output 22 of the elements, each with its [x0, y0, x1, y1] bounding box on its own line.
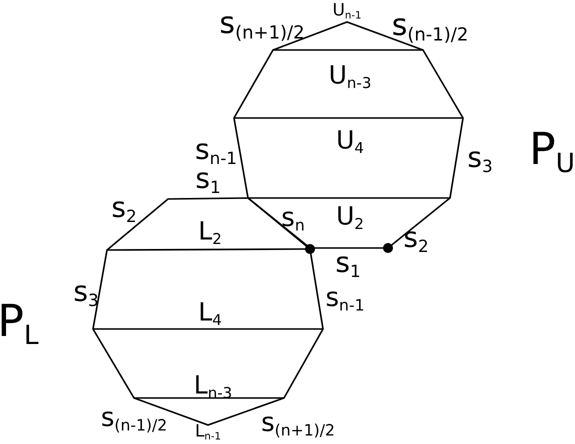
region-label: L$_{n-1}$	[194, 424, 222, 440]
side-label: s$_{3}$	[467, 144, 493, 172]
side-label: s$_{n-1}$	[195, 136, 237, 164]
side-label: s$_{3}$	[73, 278, 99, 306]
side-label: s$_{1}$	[195, 165, 221, 193]
region-label: U$_{4}$	[336, 128, 364, 152]
region-label: L$_{4}$	[198, 300, 222, 324]
region-label: U$_{2}$	[336, 204, 364, 228]
side-label: s$_{(n-1)/2}$	[100, 405, 168, 431]
side-label: s$_{(n+1)/2}$	[261, 410, 335, 436]
side-label: s$_{(n+1)/2}$	[219, 9, 305, 39]
region-label: U$_{n-1}$	[332, 2, 362, 20]
region-label: U$_{n-3}$	[328, 62, 372, 88]
side-label: s$_{2}$	[403, 224, 429, 252]
polygon-label: P$_{U}$	[529, 128, 575, 172]
region-label: L$_{2}$	[198, 218, 222, 244]
side-label: s$_{n}$	[281, 205, 305, 231]
side-label: s$_{1}$	[335, 249, 361, 277]
side-label: s$_{n-1}$	[326, 285, 364, 311]
side-label: s$_{2}$	[111, 194, 137, 222]
side-label: s$_{(n-1)/2}$	[392, 11, 468, 41]
polygon-label: P$_{L}$	[0, 300, 39, 344]
